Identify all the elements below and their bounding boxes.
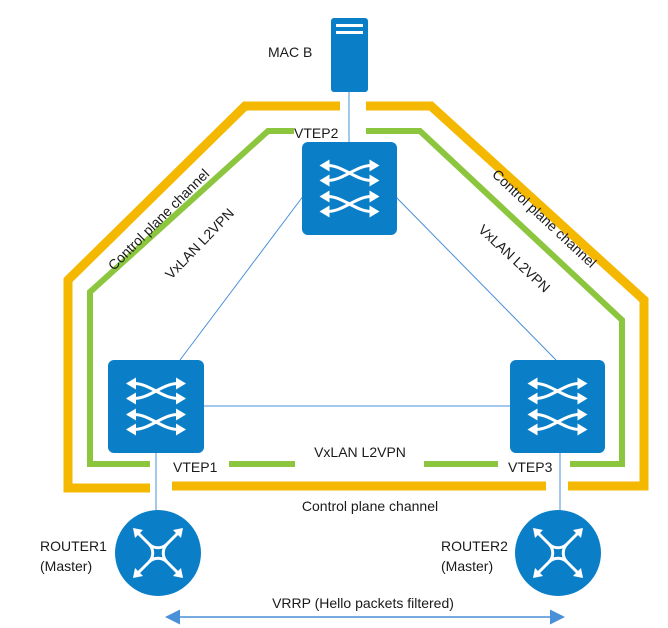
vtep2-label: VTEP2 (294, 125, 339, 141)
physical-links (155, 92, 561, 512)
link-vtep2-vtep3 (393, 194, 557, 361)
control-plane-channel (63, 101, 649, 493)
vxlan-left-path (87, 128, 294, 467)
switch-icon[interactable] (510, 360, 605, 453)
router2-role-label: (Master) (441, 558, 493, 574)
router2-name-label: ROUTER2 (441, 538, 508, 554)
server-label: MAC B (268, 44, 312, 60)
router-icon[interactable] (515, 510, 601, 596)
router1-role-label: (Master) (40, 558, 92, 574)
control-plane-bottom-label: Control plane channel (302, 498, 438, 514)
router-icon[interactable] (115, 510, 201, 596)
switch-icon[interactable] (302, 142, 397, 235)
control-plane-left-path (63, 101, 340, 493)
router1-name-label: ROUTER1 (40, 538, 107, 554)
switch-icon[interactable] (108, 360, 204, 453)
vxlan-right-label: VxLAN L2VPN (475, 221, 553, 295)
vxlan-right-path (366, 128, 625, 467)
vxlan-bottom-label: VxLAN L2VPN (314, 444, 406, 460)
vtep1-label: VTEP1 (173, 459, 218, 475)
server-icon[interactable] (331, 18, 368, 92)
vxlan-l2vpn (87, 128, 625, 467)
vrrp-label: VRRP (Hello packets filtered) (272, 595, 454, 611)
vtep3-label: VTEP3 (508, 459, 553, 475)
link-vtep2-vtep1 (179, 194, 305, 361)
control-plane-right-path (366, 101, 649, 491)
